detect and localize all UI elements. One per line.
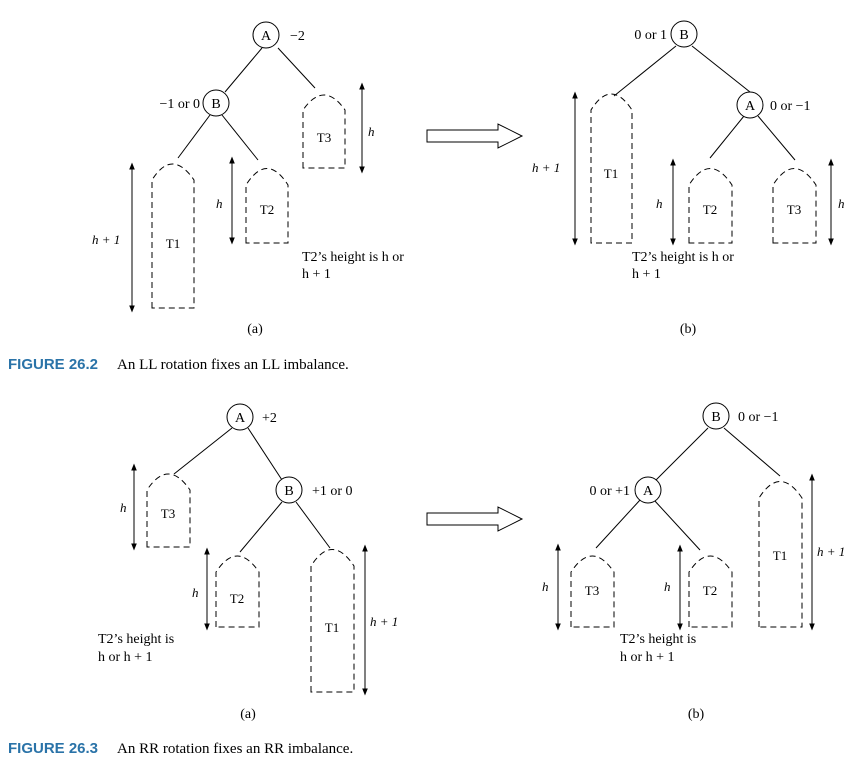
balance-b: −1 or 0: [159, 97, 200, 112]
balance-b: 0 or −1: [738, 410, 779, 425]
t2-note-line-1: T2’s height is: [620, 632, 696, 647]
subtree-t1: [590, 93, 633, 244]
node-b-label: B: [211, 97, 220, 112]
height-t3: h: [368, 124, 375, 139]
subtree-t3-label: T3: [317, 130, 331, 145]
node-b: [702, 402, 730, 430]
caption-label: FIGURE 26.2: [8, 356, 98, 373]
height-t1: h + 1: [532, 160, 560, 175]
figure-26-3-caption: FIGURE 26.3 An RR rotation fixes an RR i…: [8, 740, 353, 757]
node-a-label: A: [235, 411, 246, 426]
subtree-t1-label: T1: [166, 236, 180, 251]
subtree-t3-label: T3: [585, 583, 599, 598]
node-a-label: A: [643, 484, 654, 499]
subtree-t2-label: T2: [260, 202, 274, 217]
subtree-t2-label: T2: [230, 591, 244, 606]
t2-note-line-2: h + 1: [632, 267, 661, 282]
node-a: [736, 91, 764, 119]
subtree-t1-label: T1: [604, 166, 618, 181]
subtree-t3: [570, 555, 615, 628]
figure-26-2-panel-a: A −2 B −1 or 0 T3 h T1 h + 1 T2 h T2’s h…: [92, 21, 404, 337]
subtree-t3-label: T3: [787, 202, 801, 217]
balance-a: +2: [262, 411, 277, 426]
height-t2: h: [664, 579, 671, 594]
height-t3: h: [542, 579, 549, 594]
subtree-t2-label: T2: [703, 583, 717, 598]
node-a-label: A: [745, 99, 756, 114]
subtree-t2-label: T2: [703, 202, 717, 217]
t2-note-line-2: h + 1: [302, 267, 331, 282]
node-b: [670, 20, 698, 48]
balance-b: +1 or 0: [312, 484, 353, 499]
balance-a: 0 or −1: [770, 99, 811, 114]
subtree-t2: [688, 168, 733, 244]
height-t1: h + 1: [92, 232, 120, 247]
caption-text: An LL rotation fixes an LL imbalance.: [117, 357, 349, 373]
figure-26-2-caption: FIGURE 26.2 An LL rotation fixes an LL i…: [8, 356, 349, 373]
height-t2: h: [216, 196, 223, 211]
subtree-t1: [758, 481, 803, 628]
figure-26-2-panel-b: B 0 or 1 A 0 or −1 T1 h + 1 T2 h T3 h T2…: [532, 20, 845, 337]
subtree-t1-label: T1: [773, 548, 787, 563]
subtree-t3: [146, 473, 191, 548]
height-t3: h: [838, 196, 845, 211]
node-b-label: B: [679, 28, 688, 43]
t2-note-line-1: T2’s height is h or: [302, 250, 404, 265]
node-a-label: A: [261, 29, 272, 44]
node-b: [275, 476, 303, 504]
node-a: [252, 21, 280, 49]
sublabel-a: (a): [240, 707, 256, 722]
height-t1: h + 1: [817, 544, 845, 559]
t2-note-line-2: h or h + 1: [620, 650, 675, 665]
transform-arrow-26-2: [426, 123, 524, 149]
node-b: [202, 89, 230, 117]
height-t3: h: [120, 500, 127, 515]
node-b-label: B: [284, 484, 293, 499]
subtree-t3: [302, 94, 346, 169]
sublabel-b: (b): [688, 707, 705, 722]
t2-note-line-2: h or h + 1: [98, 650, 153, 665]
figure-26-3-panel-b: B 0 or −1 A 0 or +1 T3 h T2 h T1 h + 1 T…: [542, 402, 845, 722]
balance-b: 0 or 1: [634, 28, 667, 43]
node-a: [226, 403, 254, 431]
height-t1: h + 1: [370, 614, 398, 629]
subtree-t1-label: T1: [325, 620, 339, 635]
subtree-t3-label: T3: [161, 506, 175, 521]
node-b-label: B: [711, 410, 720, 425]
subtree-t2: [245, 168, 289, 244]
subtree-t1: [151, 163, 195, 309]
sublabel-a: (a): [247, 322, 263, 337]
balance-a: −2: [290, 29, 305, 44]
sublabel-b: (b): [680, 322, 697, 337]
caption-text: An RR rotation fixes an RR imbalance.: [117, 741, 353, 757]
height-t2: h: [656, 196, 663, 211]
subtree-t2: [215, 555, 260, 628]
t2-note-line-1: T2’s height is: [98, 632, 174, 647]
node-a: [634, 476, 662, 504]
height-t2: h: [192, 585, 199, 600]
t2-note-line-1: T2’s height is h or: [632, 250, 734, 265]
caption-label: FIGURE 26.3: [8, 740, 98, 757]
subtree-t1: [310, 549, 355, 693]
figure-26-3-panel-a: A +2 B +1 or 0 T3 h T2 h T1 h + 1 T2’s h…: [98, 403, 398, 722]
balance-a: 0 or +1: [589, 484, 630, 499]
subtree-t3: [772, 168, 817, 244]
transform-arrow-26-3: [426, 506, 524, 532]
subtree-t2: [688, 555, 733, 628]
